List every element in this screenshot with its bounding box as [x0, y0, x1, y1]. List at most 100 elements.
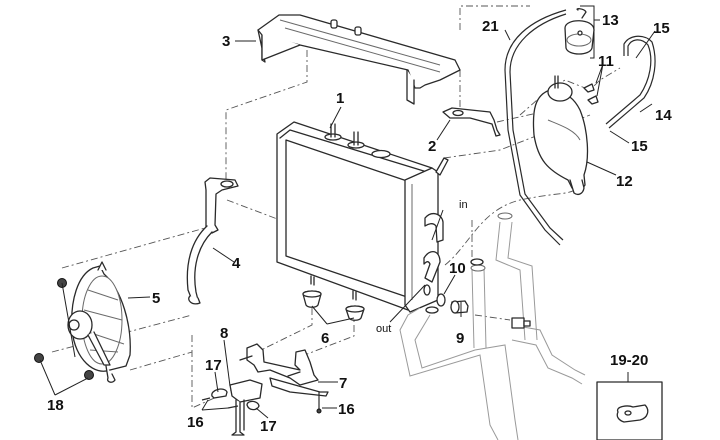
core-fin-line [0, 130, 73, 320]
callout-16-right: 16 [338, 401, 355, 418]
core-fin-line [0, 130, 43, 320]
screws [583, 83, 599, 105]
left-bracket [186, 177, 239, 305]
tank-cap [564, 8, 595, 55]
callout-15-upper: 15 [653, 20, 670, 37]
core-fin-line [661, 130, 720, 320]
hose-clip-inset [596, 381, 663, 440]
support-plate [229, 379, 263, 436]
rubber-pads [211, 388, 260, 411]
core-fin-line [592, 130, 712, 320]
core-fin-line [700, 130, 720, 320]
callout-17-left: 17 [205, 357, 222, 374]
assembly-line-grommet-b [301, 310, 355, 357]
callout-2: 2 [428, 138, 436, 155]
core-fin-line [601, 130, 720, 320]
callout-1: 1 [336, 90, 344, 107]
core-fin-line [0, 130, 16, 320]
upper-shroud [257, 14, 461, 105]
breather-hose [504, 9, 567, 246]
hose-clamps-lower [425, 258, 484, 314]
core-fin-line [103, 130, 223, 320]
core-fin-line [0, 130, 25, 320]
core-fin-line [160, 130, 280, 320]
core-fin-line [430, 130, 550, 320]
assembly-line-fan-top [61, 227, 206, 269]
assembly-line-switch [474, 314, 511, 321]
core-fin-line [580, 130, 700, 320]
lower-hoses [399, 212, 586, 440]
core-fin-line [574, 130, 694, 320]
radiator-bracket-upper-right [442, 107, 501, 137]
callout-6: 6 [321, 330, 329, 347]
core-fin-line [157, 130, 277, 320]
flow-label-out: out [376, 323, 391, 335]
assembly-line-fan-mid [51, 314, 193, 353]
core-fin-line [0, 130, 61, 320]
core-fin-line [0, 130, 7, 320]
flow-label-in: in [459, 199, 468, 211]
core-fin-line [655, 130, 720, 320]
leader-lines [39, 5, 656, 419]
callout-10: 10 [449, 260, 466, 277]
assembly-line-cap [519, 67, 621, 116]
callout-15-lower: 15 [631, 138, 648, 155]
core-fin-line [616, 130, 720, 320]
callout-3: 3 [222, 33, 230, 50]
core-fin-line [637, 130, 720, 320]
core-fin-line [682, 130, 720, 320]
core-fin-line [697, 130, 720, 320]
callout-9: 9 [456, 330, 464, 347]
assembly-line-left-bracket [226, 199, 281, 221]
core-fin-line [628, 130, 720, 320]
assembly-line-shroud-bracket [225, 50, 308, 182]
core-fin-line [0, 130, 52, 320]
cooling-fan [67, 261, 131, 383]
callout-labels: 3 1 2 4 5 6 7 8 9 10 11 12 13 14 15 15 1… [47, 12, 672, 435]
core-fin-line [583, 130, 703, 320]
expansion-tank [532, 75, 589, 195]
core-fin-line [571, 130, 691, 320]
core-fin-line [664, 130, 720, 320]
callout-4: 4 [232, 255, 241, 272]
core-fin-line [0, 130, 34, 320]
fan-nuts [34, 278, 94, 380]
callout-7: 7 [339, 375, 347, 392]
callout-18: 18 [47, 397, 64, 414]
assembly-line-fan-bottom [129, 351, 193, 371]
core-fin-line [589, 130, 709, 320]
assembly-line-shroud-top [459, 5, 530, 30]
core-fin-line [709, 130, 720, 320]
callout-19-20: 19-20 [610, 352, 648, 369]
core-fin-line [691, 130, 720, 320]
core-fin-line [643, 130, 720, 320]
core-fin-line [0, 130, 79, 320]
assembly-line-grommet-a [256, 308, 313, 353]
o-ring [436, 293, 446, 307]
core-fin-line [436, 130, 556, 320]
core-fin-line [0, 130, 82, 320]
thermo-switch [450, 300, 469, 314]
callout-17-right: 17 [260, 418, 277, 435]
core-fin-line [619, 130, 720, 320]
core-fin-line [0, 130, 46, 320]
radiator [0, 121, 720, 320]
core-fin-line [607, 130, 720, 320]
core-fin-line [646, 130, 720, 320]
overflow-hose [605, 35, 656, 129]
assembly-line-tank-hose [444, 189, 576, 266]
core-fin-line [0, 130, 55, 320]
callout-16-left: 16 [187, 414, 204, 431]
callout-11: 11 [598, 53, 614, 70]
callout-14: 14 [655, 107, 672, 124]
core-fin-line [0, 130, 88, 320]
core-fin-line [688, 130, 720, 320]
core-fin-line [634, 130, 720, 320]
core-fin-line [673, 130, 720, 320]
core-fin-line [115, 130, 235, 320]
callout-12: 12 [616, 173, 633, 190]
lower-mount-bracket [239, 343, 329, 397]
core-fin-line [121, 130, 241, 320]
callout-13: 13 [602, 12, 619, 29]
